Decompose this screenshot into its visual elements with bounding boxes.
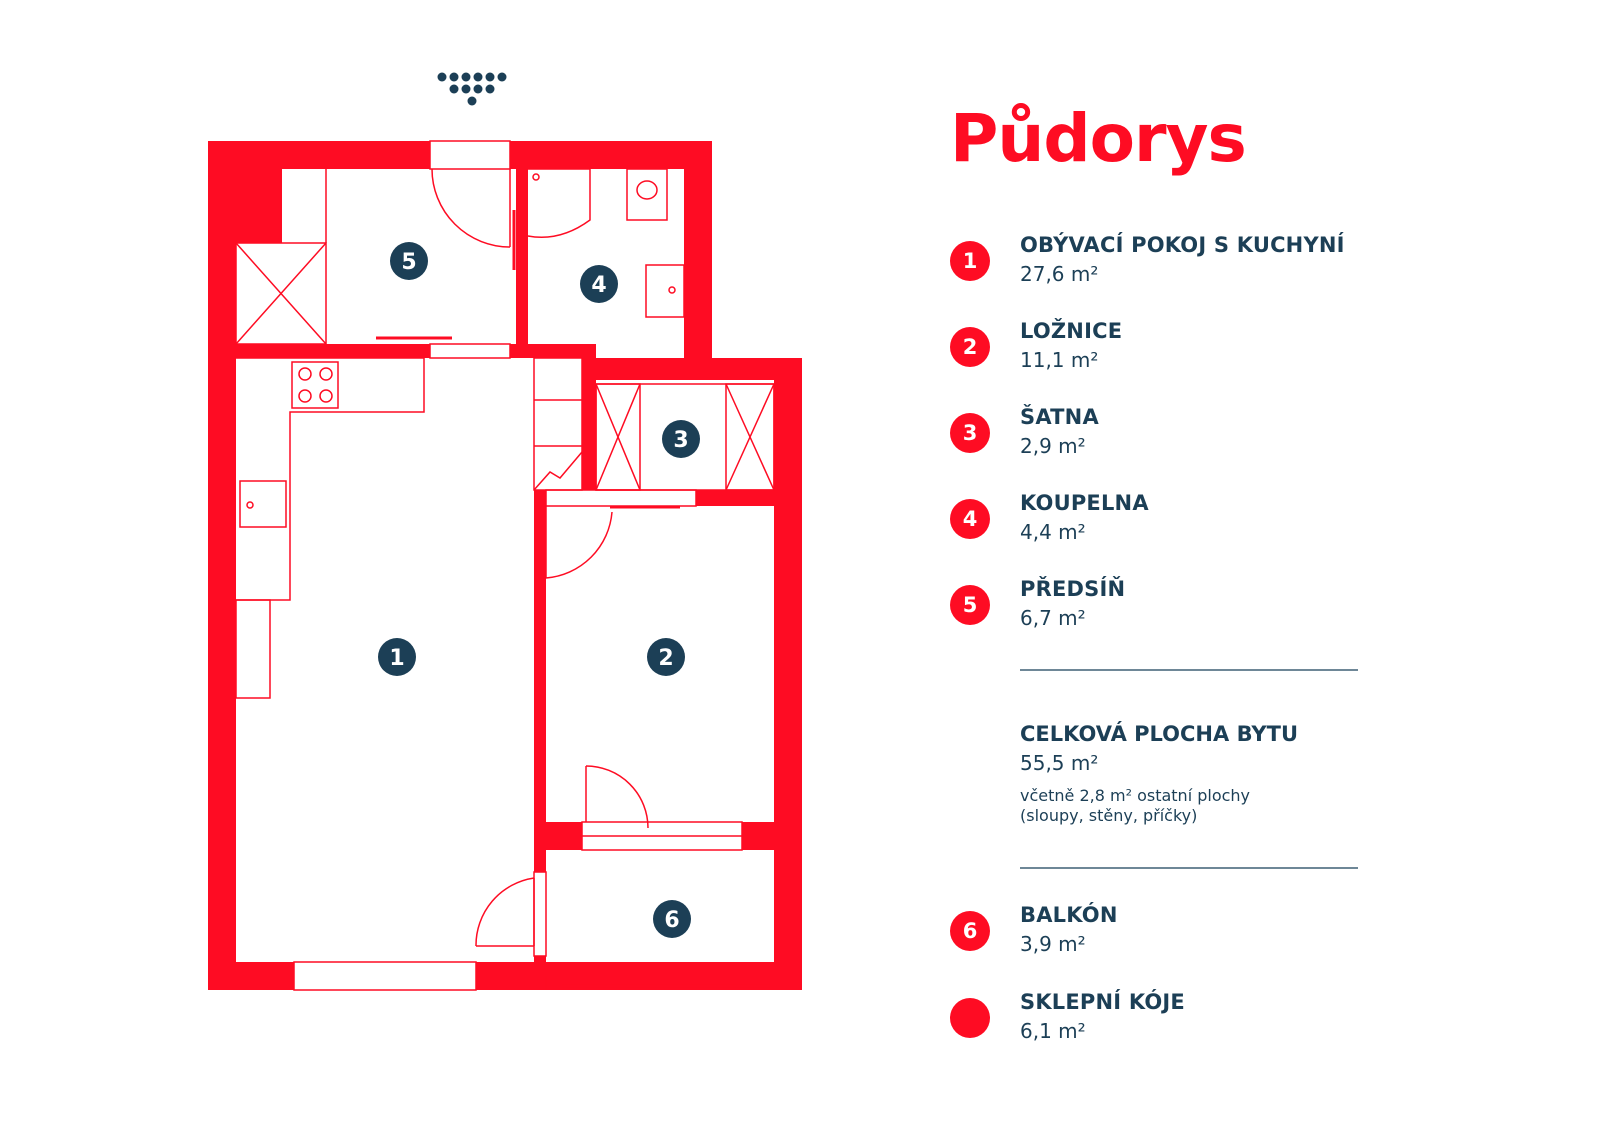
legend-room-area: 6,1 m² bbox=[1020, 1019, 1086, 1043]
svg-text:4: 4 bbox=[591, 273, 606, 298]
room-marker-2: 2 bbox=[647, 638, 685, 676]
legend-room-name: SKLEPNÍ KÓJE bbox=[1020, 990, 1185, 1014]
legend-room-area: 6,7 m² bbox=[1020, 606, 1086, 630]
total-note-line-2: (sloupy, stěny, příčky) bbox=[1020, 806, 1198, 825]
total-area-note: včetně 2,8 m² ostatní plochy (sloupy, st… bbox=[1020, 786, 1360, 826]
room-marker-5: 5 bbox=[390, 242, 428, 280]
legend-room-area: 27,6 m² bbox=[1020, 262, 1099, 286]
room-marker-4: 4 bbox=[580, 265, 618, 303]
svg-text:6: 6 bbox=[664, 908, 679, 933]
legend-badge bbox=[950, 998, 990, 1038]
divider bbox=[1020, 867, 1358, 869]
divider bbox=[1020, 669, 1358, 671]
interior-fixtures bbox=[235, 168, 775, 990]
legend-room-name: BALKÓN bbox=[1020, 903, 1118, 927]
legend-room-name: KOUPELNA bbox=[1020, 491, 1149, 515]
legend-badge: 1 bbox=[950, 241, 990, 281]
legend-badge: 5 bbox=[950, 585, 990, 625]
legend-badge: 4 bbox=[950, 499, 990, 539]
floor-plan: 1 2 3 4 5 6 bbox=[208, 72, 802, 991]
room-markers: 1 2 3 4 5 6 bbox=[378, 242, 700, 938]
walls bbox=[208, 141, 802, 990]
legend-room-area: 11,1 m² bbox=[1020, 348, 1099, 372]
legend-room-area: 2,9 m² bbox=[1020, 434, 1086, 458]
legend-room-name: PŘEDSÍŇ bbox=[1020, 577, 1126, 601]
legend-room-area: 4,4 m² bbox=[1020, 520, 1086, 544]
legend-badge: 2 bbox=[950, 327, 990, 367]
room-marker-1: 1 bbox=[378, 638, 416, 676]
svg-text:3: 3 bbox=[673, 428, 688, 453]
total-area-label: CELKOVÁ PLOCHA BYTU bbox=[1020, 722, 1299, 746]
svg-text:5: 5 bbox=[401, 250, 416, 275]
legend-badge: 6 bbox=[950, 911, 990, 951]
legend-room-name: LOŽNICE bbox=[1020, 319, 1123, 343]
room-marker-3: 3 bbox=[662, 420, 700, 458]
legend-room-name: ŠATNA bbox=[1020, 405, 1099, 429]
total-note-line-1: včetně 2,8 m² ostatní plochy bbox=[1020, 786, 1251, 805]
legend-room-area: 3,9 m² bbox=[1020, 932, 1086, 956]
room-marker-6: 6 bbox=[653, 900, 691, 938]
legend-room-name: OBÝVACÍ POKOJ S KUCHYNÍ bbox=[1020, 233, 1345, 257]
total-area-value: 55,5 m² bbox=[1020, 751, 1099, 775]
page-title: Půdorys bbox=[950, 100, 1247, 177]
legend-badge: 3 bbox=[950, 413, 990, 453]
dot-triangle-logo-icon bbox=[437, 72, 507, 106]
svg-text:2: 2 bbox=[658, 646, 673, 671]
svg-text:1: 1 bbox=[389, 646, 404, 671]
